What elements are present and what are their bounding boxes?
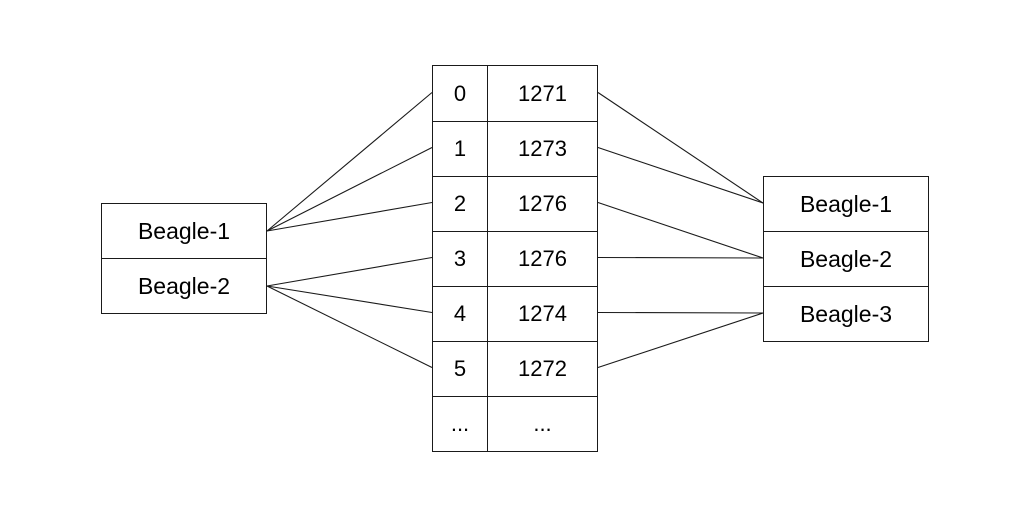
slot-value: 1274 xyxy=(518,300,567,326)
left-group-divider xyxy=(102,258,266,259)
right-group-divider xyxy=(764,286,928,287)
right-node-group: Beagle-1 Beagle-2 Beagle-3 xyxy=(763,176,929,342)
right-node-beagle-3: Beagle-3 xyxy=(799,300,893,327)
connector-left-0-to-slot-0 xyxy=(266,92,433,232)
connector-left-1-to-slot-3 xyxy=(266,256,433,287)
slot-index: 4 xyxy=(453,300,467,326)
slot-value: 1272 xyxy=(518,355,567,381)
table-row-divider xyxy=(433,176,597,177)
slot-value: 1273 xyxy=(518,135,567,161)
slot-index-ellipsis: ... xyxy=(450,410,470,436)
right-node-beagle-2: Beagle-2 xyxy=(799,246,893,272)
slot-value: 1276 xyxy=(518,245,567,271)
connector-left-0-to-slot-1 xyxy=(266,147,433,232)
connector-slot-3-to-right-1 xyxy=(597,256,764,259)
left-node-group: Beagle-1 Beagle-2 xyxy=(101,203,267,314)
slot-index: 2 xyxy=(453,190,467,216)
table-row-divider xyxy=(433,231,597,232)
table-column-divider xyxy=(487,66,488,451)
right-node-beagle-1: Beagle-1 xyxy=(799,191,893,217)
slot-table: 0 1271 1 1273 2 1276 3 1276 4 1274 5 127… xyxy=(432,65,598,452)
connector-left-1-to-slot-4 xyxy=(266,285,433,314)
connector-left-1-to-slot-5 xyxy=(266,285,433,368)
connector-slot-1-to-right-0 xyxy=(597,146,764,204)
connector-slot-2-to-right-1 xyxy=(597,201,764,259)
left-node-beagle-2: Beagle-2 xyxy=(137,272,231,299)
connector-slot-5-to-right-2 xyxy=(597,312,764,369)
connector-slot-0-to-right-0 xyxy=(597,92,764,204)
slot-index: 1 xyxy=(453,135,467,161)
slot-value-ellipsis: ... xyxy=(533,410,552,436)
slot-value: 1271 xyxy=(518,80,567,106)
table-row-divider xyxy=(433,286,597,287)
table-row-divider xyxy=(433,396,597,397)
slot-index: 3 xyxy=(453,245,467,271)
slot-index: 5 xyxy=(453,355,467,381)
connector-left-0-to-slot-2 xyxy=(266,201,433,232)
left-node-beagle-1: Beagle-1 xyxy=(137,218,231,244)
slot-index: 0 xyxy=(453,80,467,106)
table-row-divider xyxy=(433,121,597,122)
slot-value: 1276 xyxy=(518,190,567,216)
connector-slot-4-to-right-2 xyxy=(597,311,764,314)
table-row-divider xyxy=(433,341,597,342)
right-group-divider xyxy=(764,231,928,232)
